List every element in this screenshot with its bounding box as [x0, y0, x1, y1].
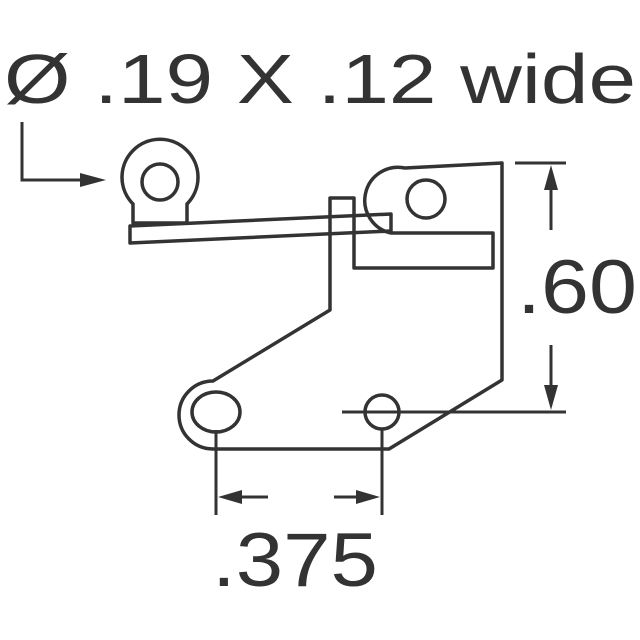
- switch-outline: [120, 137, 504, 451]
- height-arrow-up: [544, 165, 558, 190]
- height-dimension: [342, 161, 566, 414]
- width-dimension: [214, 430, 384, 515]
- switch-body: [177, 161, 504, 451]
- mounting-hole-left: [190, 390, 242, 434]
- pivot-hole: [405, 178, 447, 220]
- width-arrow-right: [356, 490, 380, 504]
- lever-arm: [128, 212, 393, 245]
- height-dimension-label: .60: [517, 245, 637, 330]
- roller-leader-arrow: [20, 122, 106, 187]
- roller: [120, 137, 200, 225]
- height-arrow-down: [544, 385, 558, 410]
- width-dimension-label: .375: [212, 518, 378, 603]
- width-arrow-left: [218, 490, 242, 504]
- roller-axle-hole: [140, 162, 180, 202]
- roller-size-label: Ø .19 X .12 wide: [4, 40, 636, 118]
